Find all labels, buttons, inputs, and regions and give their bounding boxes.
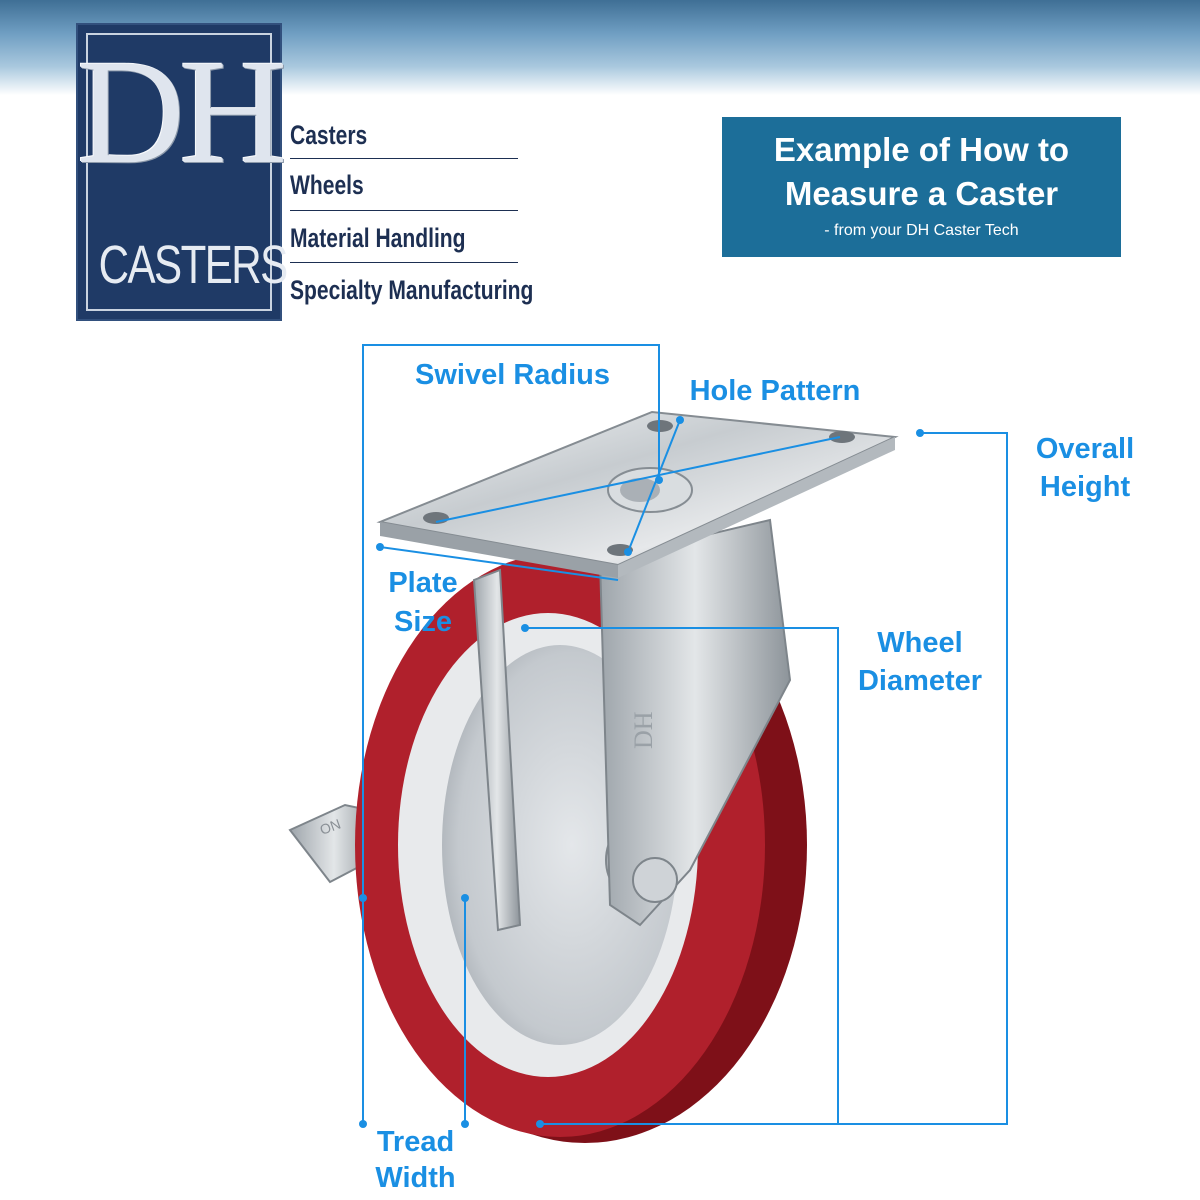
logo-border [86,33,272,311]
dimension-dots [359,416,924,1128]
label-plate-size-line-1: Plate [388,567,458,599]
hole-pattern-line-1 [435,436,841,523]
brake-mark: ON [318,816,343,838]
tagline-wheels: Wheels [290,170,364,200]
dimension-lines [362,344,1008,1125]
label-wheel-diameter-line-1: Wheel [877,627,963,659]
label-wheel-diameter-line-2: Diameter [857,665,983,697]
wheel-diameter-line [525,627,839,1124]
tagline-divider [290,262,518,263]
hole-pattern-line-2 [627,419,681,553]
label-hole-pattern: Hole Pattern [689,375,861,407]
title-box: Example of How to Measure a Caster - fro… [722,117,1121,257]
label-tread-width-line-2: Width [375,1162,456,1194]
label-overall-height-line-1: Overall [1035,433,1135,465]
dh-casters-logo: DH CASTERS [76,23,289,321]
tagline-divider [290,210,518,211]
logo-mark: DH [76,29,288,195]
title-line-1: Example of How to [773,131,1070,168]
logo-wordmark: CASTERS [98,235,289,295]
tagline-casters: Casters [290,120,368,150]
label-tread-width-line-1: Tread [376,1126,455,1158]
overall-height-line [540,432,1008,1125]
swivel-radius-line [362,344,660,1124]
fork-mark: DH [629,711,658,749]
title-subtitle: - from your DH Caster Tech [824,222,1019,239]
caster-fork: DH [472,518,792,932]
top-plate [376,410,899,578]
plate-size-line [379,546,619,581]
label-swivel-radius: Swivel Radius [414,359,610,391]
title-line-2: Measure a Caster [784,175,1059,212]
tagline-divider [290,158,518,159]
label-overall-height-line-2: Height [1039,471,1131,503]
label-plate-size-line-2: Size [393,606,453,638]
tagline-material-handling: Material Handling [290,223,466,253]
